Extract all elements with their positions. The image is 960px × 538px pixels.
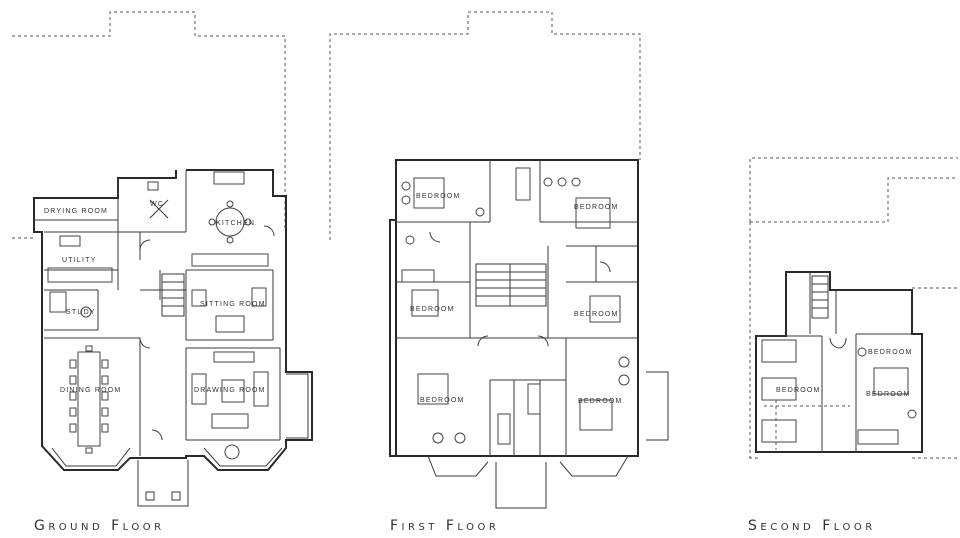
second-bed-2 (761, 377, 797, 401)
first-floor-plan: BEDROOM BEDROOM BEDROOM BEDROOM BEDROOM … (329, 11, 669, 509)
drawing-armchair-2 (253, 371, 269, 407)
ground-side-bay (286, 373, 309, 439)
second-dash-partition (764, 400, 850, 450)
ground-stairs (161, 273, 185, 317)
first-bed-5 (417, 373, 449, 405)
first-bed-4 (589, 295, 621, 323)
room-label-first-bed-2: BEDROOM (574, 204, 619, 211)
wc-cross-2 (149, 199, 169, 219)
ground-outer-walls (33, 169, 313, 471)
room-label-first-bed-6: BEDROOM (578, 398, 623, 405)
second-bath (857, 429, 899, 445)
room-label-first-bed-1: BEDROOM (416, 193, 461, 200)
kitchen-units (191, 253, 269, 267)
first-outer-walls (395, 159, 639, 457)
room-label-first-bed-5: BEDROOM (420, 397, 465, 404)
utility-sink (59, 235, 81, 247)
first-stairs (475, 263, 547, 307)
first-internal-walls (396, 160, 638, 456)
ground-site-outline (12, 11, 286, 230)
floor-title-ground: Ground Floor (34, 518, 165, 534)
dining-table (77, 351, 101, 447)
first-left-wing (389, 219, 396, 457)
first-chairs (401, 177, 630, 444)
first-bed-3 (411, 289, 439, 317)
drawing-table (221, 379, 245, 403)
study-desk (49, 291, 67, 313)
first-bed-2 (575, 197, 611, 229)
room-label-drawing: DRAWING ROOM (194, 387, 266, 394)
wc-basin (147, 181, 159, 191)
first-right-projection (646, 371, 669, 441)
room-label-study: STUDY (66, 309, 96, 316)
drawing-sofa (213, 351, 255, 363)
first-bath-4 (497, 413, 511, 445)
room-label-second-bed-1: BEDROOM (868, 349, 913, 356)
second-bed-3 (761, 419, 797, 443)
room-label-first-bed-3: BEDROOM (410, 306, 455, 313)
first-door-arcs (429, 231, 611, 347)
second-floor-plan: BEDROOM BEDROOM BEDROOM (748, 157, 958, 459)
room-label-drying: DRYING ROOM (44, 208, 108, 215)
room-label-sitting: SITTING ROOM (200, 301, 266, 308)
room-label-wc: WC (150, 201, 164, 208)
first-bath-2 (401, 269, 435, 283)
room-label-second-bed-3: BEDROOM (866, 391, 911, 398)
room-label-dining: DINING ROOM (60, 387, 121, 394)
ground-internal-walls (34, 170, 281, 456)
floor-title-second: Second Floor (748, 518, 876, 534)
ground-drawing-bay (203, 447, 283, 467)
second-bed-4 (873, 367, 909, 395)
first-site-outline (329, 11, 641, 240)
kitchen-chair (226, 236, 234, 244)
room-label-kitchen: KITCHEN (216, 220, 255, 227)
kitchen-chair (244, 218, 252, 226)
first-bath-1 (515, 167, 531, 201)
kitchen-table (215, 207, 245, 237)
room-label-utility: UTILITY (62, 257, 96, 264)
second-stairs (811, 275, 829, 319)
study-chair (80, 306, 92, 318)
kitchen-chair (226, 200, 234, 208)
sitting-sofa (215, 315, 245, 333)
ground-floor-plan: DRYING ROOM WC KITCHEN UTILITY STUDY SIT… (12, 11, 313, 507)
sitting-armchair-2 (251, 287, 267, 307)
kitchen-range (213, 171, 245, 185)
sitting-armchair (191, 289, 207, 307)
ground-porch (137, 460, 189, 507)
first-porch-roof (495, 462, 547, 509)
floor-title-first: First Floor (390, 518, 499, 534)
room-label-first-bed-4: BEDROOM (574, 311, 619, 318)
ground-porch-step-2 (171, 491, 181, 501)
first-bed-1 (413, 177, 445, 209)
room-label-second-bed-2: BEDROOM (776, 387, 821, 394)
second-site-outline-right (748, 287, 958, 459)
first-bed-6 (579, 399, 613, 431)
first-bath-3 (527, 383, 541, 415)
ground-dining-bay (51, 447, 131, 467)
ground-porch-step (145, 491, 155, 501)
ground-door-arcs (139, 225, 275, 441)
second-door-arcs (829, 337, 847, 349)
drawing-bay-table (224, 444, 240, 460)
first-front-bays (427, 455, 629, 477)
second-basin (857, 347, 867, 357)
dining-chairs (69, 345, 109, 454)
kitchen-chair (208, 218, 216, 226)
drawing-sofa-2 (211, 413, 249, 429)
second-bed-1 (761, 339, 797, 363)
drawing-armchair (191, 373, 207, 405)
utility-units (47, 267, 113, 283)
second-wc (907, 409, 917, 419)
second-site-outline (749, 157, 958, 458)
second-internal-walls (756, 272, 912, 452)
